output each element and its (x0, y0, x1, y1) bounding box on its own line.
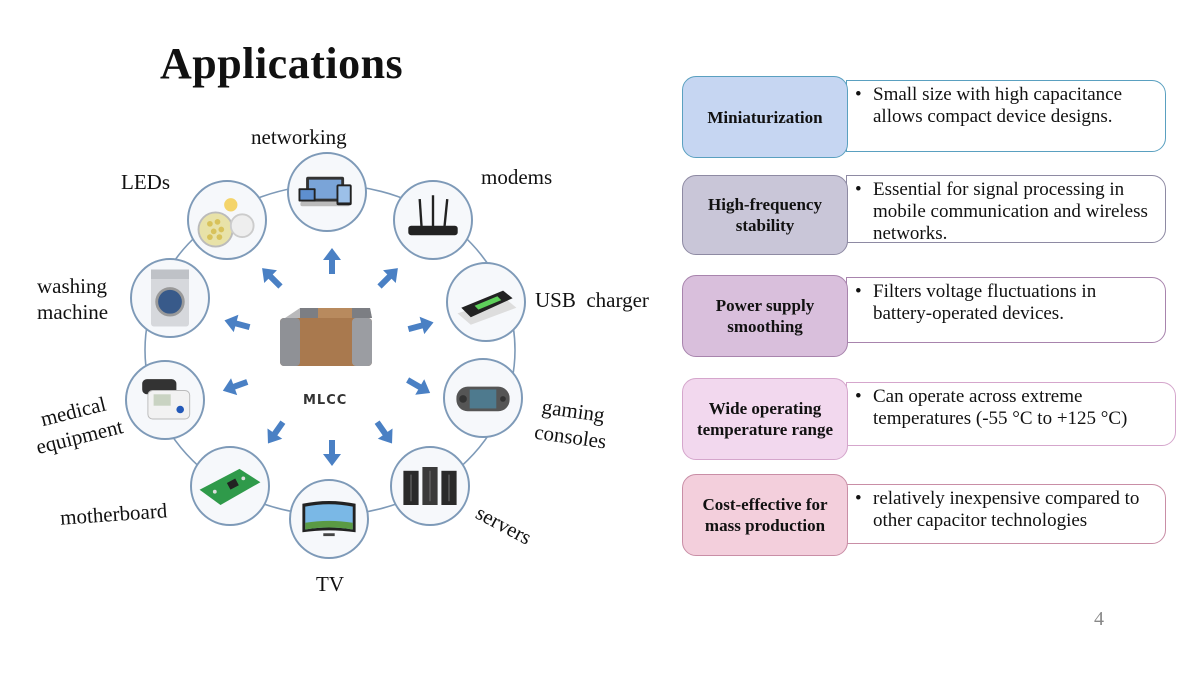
led-bulb-icon (197, 198, 255, 248)
arrow-icon (406, 377, 431, 395)
washing-machine-icon (151, 269, 189, 327)
mlcc-label: MLCC (303, 393, 348, 408)
arrow-icon (224, 314, 251, 333)
gaming-consoles-node (443, 358, 523, 438)
slide-title: Applications (160, 39, 404, 88)
tv-node (289, 479, 369, 559)
router-icon (408, 195, 458, 236)
server-rack-icon (403, 467, 457, 505)
feature-key: High-frequency stability (682, 175, 848, 255)
label-modems: modems (481, 165, 553, 189)
feature-description-text: relatively inexpensive compared to other… (873, 488, 1140, 531)
label-usb-charger: USB charger (535, 288, 649, 312)
label-tv: TV (316, 572, 344, 596)
blood-pressure-monitor-icon (142, 379, 191, 420)
feature-key: Cost-effective for mass production (682, 474, 848, 556)
handheld-console-icon (456, 386, 510, 412)
arrow-icon (267, 420, 286, 444)
label-gaming: gaming consoles (533, 393, 612, 454)
usb-charger-node (446, 262, 526, 342)
label-leds: LEDs (121, 170, 170, 194)
arrow-icon (407, 316, 434, 335)
feature-description: • Small size with high capacitance allows… (846, 80, 1166, 152)
feature-description-text: Essential for signal processing in mobil… (873, 179, 1148, 244)
laptop-tablet-icon (298, 176, 352, 207)
medical-equipment-node (125, 360, 205, 440)
servers-node (390, 446, 470, 526)
bullet-icon: • (855, 488, 862, 509)
washing-machine-node (130, 258, 210, 338)
feature-description-text: Small size with high capacitance allows … (873, 84, 1123, 127)
arrow-icon (377, 268, 398, 289)
arrow-icon (222, 378, 249, 396)
motherboard-node (190, 446, 270, 526)
feature-key: Power supply smoothing (682, 275, 848, 357)
diagram-ring (144, 184, 516, 516)
feature-key: Wide operating temperature range (682, 378, 848, 460)
feature-description-text: Filters voltage fluctuations in battery-… (873, 281, 1097, 324)
bullet-icon: • (855, 84, 862, 105)
arrow-icon (323, 440, 341, 466)
bullet-icon: • (855, 386, 862, 407)
feature-description-text: Can operate across extreme temperatures … (873, 386, 1128, 429)
feature-description: • Filters voltage fluctuations in battery… (846, 277, 1166, 343)
page-number: 4 (1094, 608, 1104, 630)
networking-node (287, 152, 367, 232)
circuit-board-icon (199, 468, 261, 505)
wireless-charger-icon (457, 290, 517, 325)
arrow-icon (262, 268, 283, 289)
feature-description: • Essential for signal processing in mobi… (846, 175, 1166, 244)
modems-node (393, 180, 473, 260)
tv-icon (302, 500, 356, 537)
arrow-icon (323, 248, 341, 274)
feature-description: • Can operate across extreme temperatures… (846, 382, 1176, 446)
leds-node (187, 180, 267, 260)
label-networking: networking (251, 125, 347, 149)
arrow-icon (374, 420, 393, 444)
label-washing-line2: machine (37, 300, 109, 324)
feature-description: • relatively inexpensive compared to othe… (846, 484, 1166, 544)
bullet-icon: • (855, 179, 862, 200)
feature-key: Miniaturization (682, 76, 848, 158)
label-washing: washing machine (37, 273, 108, 325)
applications-diagram: MLCC networking modems USB charger gamin… (34, 125, 649, 596)
bullet-icon: • (855, 281, 862, 302)
label-washing-line1: washing (37, 274, 107, 298)
mlcc-chip-icon (280, 308, 372, 366)
